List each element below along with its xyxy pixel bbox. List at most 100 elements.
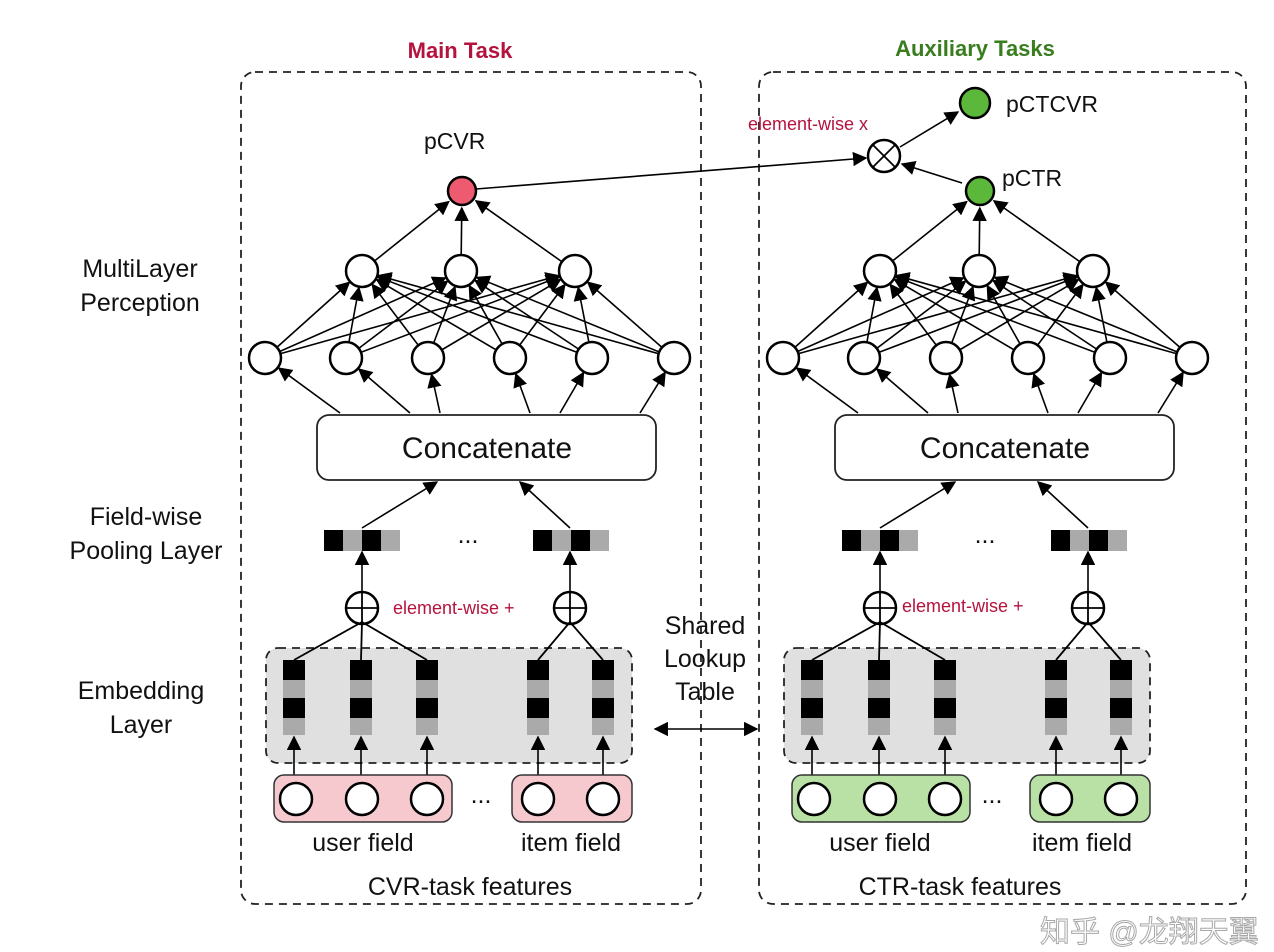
aux-task-title: Auxiliary Tasks	[895, 36, 1055, 61]
main-embedding-cell	[350, 718, 372, 735]
aux-embedding-cell	[868, 698, 890, 718]
main-edge-in4-h0	[376, 274, 593, 359]
main-field-ellipsis: ...	[471, 781, 492, 809]
aux-item-field-label: item field	[1032, 829, 1132, 857]
aux-embedding-cell	[1045, 660, 1067, 680]
mlp-label-2: Perception	[80, 289, 200, 317]
aux-pooled-cell	[842, 530, 861, 551]
main-edge-concat-in2	[427, 373, 442, 414]
main-edge-in1-h1	[345, 280, 449, 359]
aux-concat-label: Concatenate	[920, 432, 1090, 465]
main-item-field-label: item field	[521, 829, 621, 857]
main-task-title: Main Task	[408, 38, 514, 63]
aux-feature-node	[796, 781, 832, 817]
main-edge-in1-h2	[345, 274, 561, 359]
main-mlp-input-node	[410, 340, 446, 376]
pctcvr-node	[958, 86, 992, 120]
main-feature-node	[585, 781, 621, 817]
main-edge-concat-in0	[277, 367, 341, 414]
main-embedding-cell	[527, 680, 549, 698]
main-edge-emb4-plus	[569, 621, 604, 661]
aux-mlp-hidden-node	[862, 253, 898, 289]
main-embedding-cell	[283, 660, 305, 680]
aux-embedding-cell	[1110, 718, 1132, 735]
aux-pooled-cell	[1070, 530, 1089, 551]
aux-edge-in3-h0	[893, 278, 1029, 359]
aux-edge-concat-in5	[1157, 371, 1184, 414]
aux-edge-h2-out	[992, 199, 1094, 272]
aux-mlp-hidden-node	[1075, 253, 1111, 289]
main-edge-emb1-plus	[360, 621, 363, 661]
aux-pooled-cell	[1108, 530, 1127, 551]
edge-pctr-multiply	[900, 161, 963, 184]
main-edge-in0-h0	[264, 281, 351, 359]
aux-mlp-input-node	[1174, 340, 1210, 376]
aux-op-label: element-wise +	[902, 596, 1024, 616]
aux-edge-emb4-plus	[1087, 621, 1122, 661]
pctcvr-label: pCTCVR	[1006, 91, 1098, 117]
aux-embedding-cell	[934, 698, 956, 718]
main-edge-in5-h1	[475, 275, 675, 359]
main-op-label: element-wise +	[393, 598, 515, 618]
aux-embedding-cell	[1110, 680, 1132, 698]
main-mlp-input-node	[247, 340, 283, 376]
main-embedding-cell	[592, 660, 614, 680]
aux-edge-concat-in0	[795, 367, 859, 414]
main-mlp-hidden-node	[443, 253, 479, 289]
pooling-label-1: Field-wise	[90, 503, 203, 531]
aux-feature-node	[862, 781, 898, 817]
main-panel-border	[240, 71, 702, 905]
aux-pooled-cell	[899, 530, 918, 551]
aux-edge-in1-h2	[863, 274, 1079, 359]
embedding-label-2: Layer	[110, 711, 173, 739]
main-embedding-cell	[527, 660, 549, 680]
aux-embedding-cell	[868, 718, 890, 735]
aux-mlp-input-node	[1010, 340, 1046, 376]
pcvr-label: pCVR	[424, 128, 485, 154]
aux-user-field-label: user field	[829, 829, 930, 857]
aux-concat-box	[834, 414, 1175, 481]
main-edge-h0-out	[361, 200, 450, 272]
aux-edge-in4-h0	[894, 274, 1111, 359]
main-embedding-cell	[283, 680, 305, 698]
aux-embedding-cell	[1045, 680, 1067, 698]
main-embedding-cell	[350, 660, 372, 680]
aux-edge-in0-h2	[782, 272, 1079, 359]
main-features-label: CVR-task features	[368, 873, 572, 901]
embedding-label-1: Embedding	[78, 677, 204, 705]
main-pooled-cell	[324, 530, 343, 551]
main-embedding-cell	[350, 680, 372, 698]
main-embedding-cell	[350, 698, 372, 718]
multiply-op-label: element-wise x	[748, 114, 868, 134]
main-pooled-cell	[590, 530, 609, 551]
main-embedding-cell	[527, 698, 549, 718]
main-pooled-cell	[552, 530, 571, 551]
aux-pooled-cell	[880, 530, 899, 551]
aux-edge-concat-in1	[875, 368, 929, 414]
main-pooled-cell	[571, 530, 590, 551]
watermark: 知乎 @龙翔天翼	[1040, 916, 1259, 949]
main-edge-emb0-plus	[293, 621, 363, 661]
main-edge-concat-in4	[559, 371, 585, 414]
aux-edge-in5-h1	[993, 275, 1193, 359]
main-edge-in5-h0	[376, 272, 675, 359]
main-feature-node	[409, 781, 445, 817]
mlp-label-1: MultiLayer	[82, 255, 197, 283]
aux-edge-concat-in4	[1077, 371, 1103, 414]
aux-embedding-cell	[801, 698, 823, 718]
aux-embedding-cell	[934, 660, 956, 680]
edge-multiply-pctcvr	[899, 111, 960, 148]
pctr-label: pCTR	[1002, 165, 1062, 191]
aux-mlp-input-node	[928, 340, 964, 376]
aux-pooled-cell	[1089, 530, 1108, 551]
aux-edge-in0-h0	[782, 281, 869, 359]
aux-embedding-cell	[801, 680, 823, 698]
shared-label-2: Lookup	[664, 645, 746, 673]
aux-features-label: CTR-task features	[859, 873, 1062, 901]
main-mlp-input-node	[492, 340, 528, 376]
aux-edge-concat-in3	[1031, 372, 1049, 414]
aux-edge-in1-h1	[863, 280, 967, 359]
aux-edge-h0-out	[879, 200, 968, 272]
main-edge-concat-in5	[639, 371, 666, 414]
